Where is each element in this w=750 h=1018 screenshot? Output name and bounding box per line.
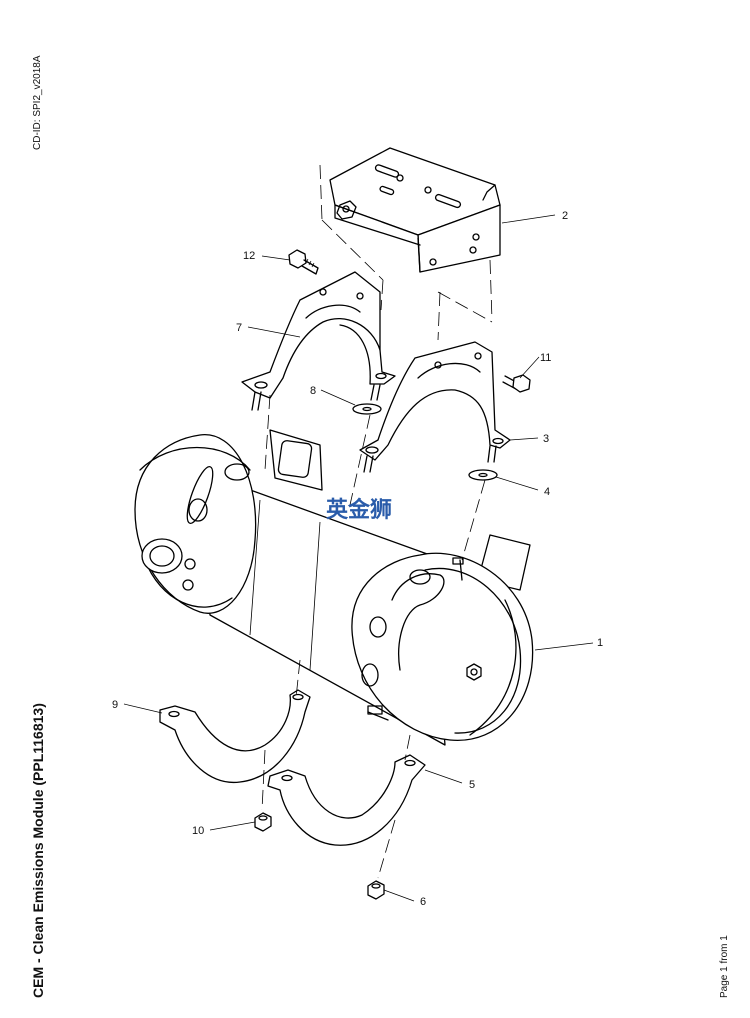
callout-9: 9 (112, 699, 118, 711)
callout-4: 4 (544, 486, 550, 498)
washer-part-8 (352, 403, 382, 415)
watermark-text: 英金狮 (326, 497, 392, 523)
callout-2: 2 (562, 210, 568, 222)
callout-5: 5 (469, 779, 475, 791)
emissions-module-part-1 (134, 429, 534, 746)
clamp-half-part-7 (241, 271, 396, 411)
callout-10: 10 (192, 825, 204, 837)
lower-strap-part-9 (159, 689, 311, 783)
washer-part-4 (468, 469, 498, 481)
nut-part-10 (254, 812, 272, 832)
callout-8: 8 (310, 385, 316, 397)
nut-part-6 (367, 880, 385, 900)
callout-1: 1 (597, 637, 603, 649)
callout-12: 12 (243, 250, 255, 262)
callout-leaders (123, 214, 594, 902)
callout-7: 7 (236, 322, 242, 334)
bolt-part-11 (502, 374, 531, 393)
clamp-half-part-3 (359, 341, 511, 473)
callout-11: 11 (540, 352, 551, 364)
callout-3: 3 (543, 433, 549, 445)
mounting-bracket-part-2 (329, 147, 501, 273)
callout-labels: 2 12 7 8 11 3 4 1 9 5 10 6 (112, 210, 603, 908)
callout-6: 6 (420, 896, 426, 908)
bolt-part-12 (288, 249, 319, 275)
lower-strap-part-5 (267, 754, 426, 846)
